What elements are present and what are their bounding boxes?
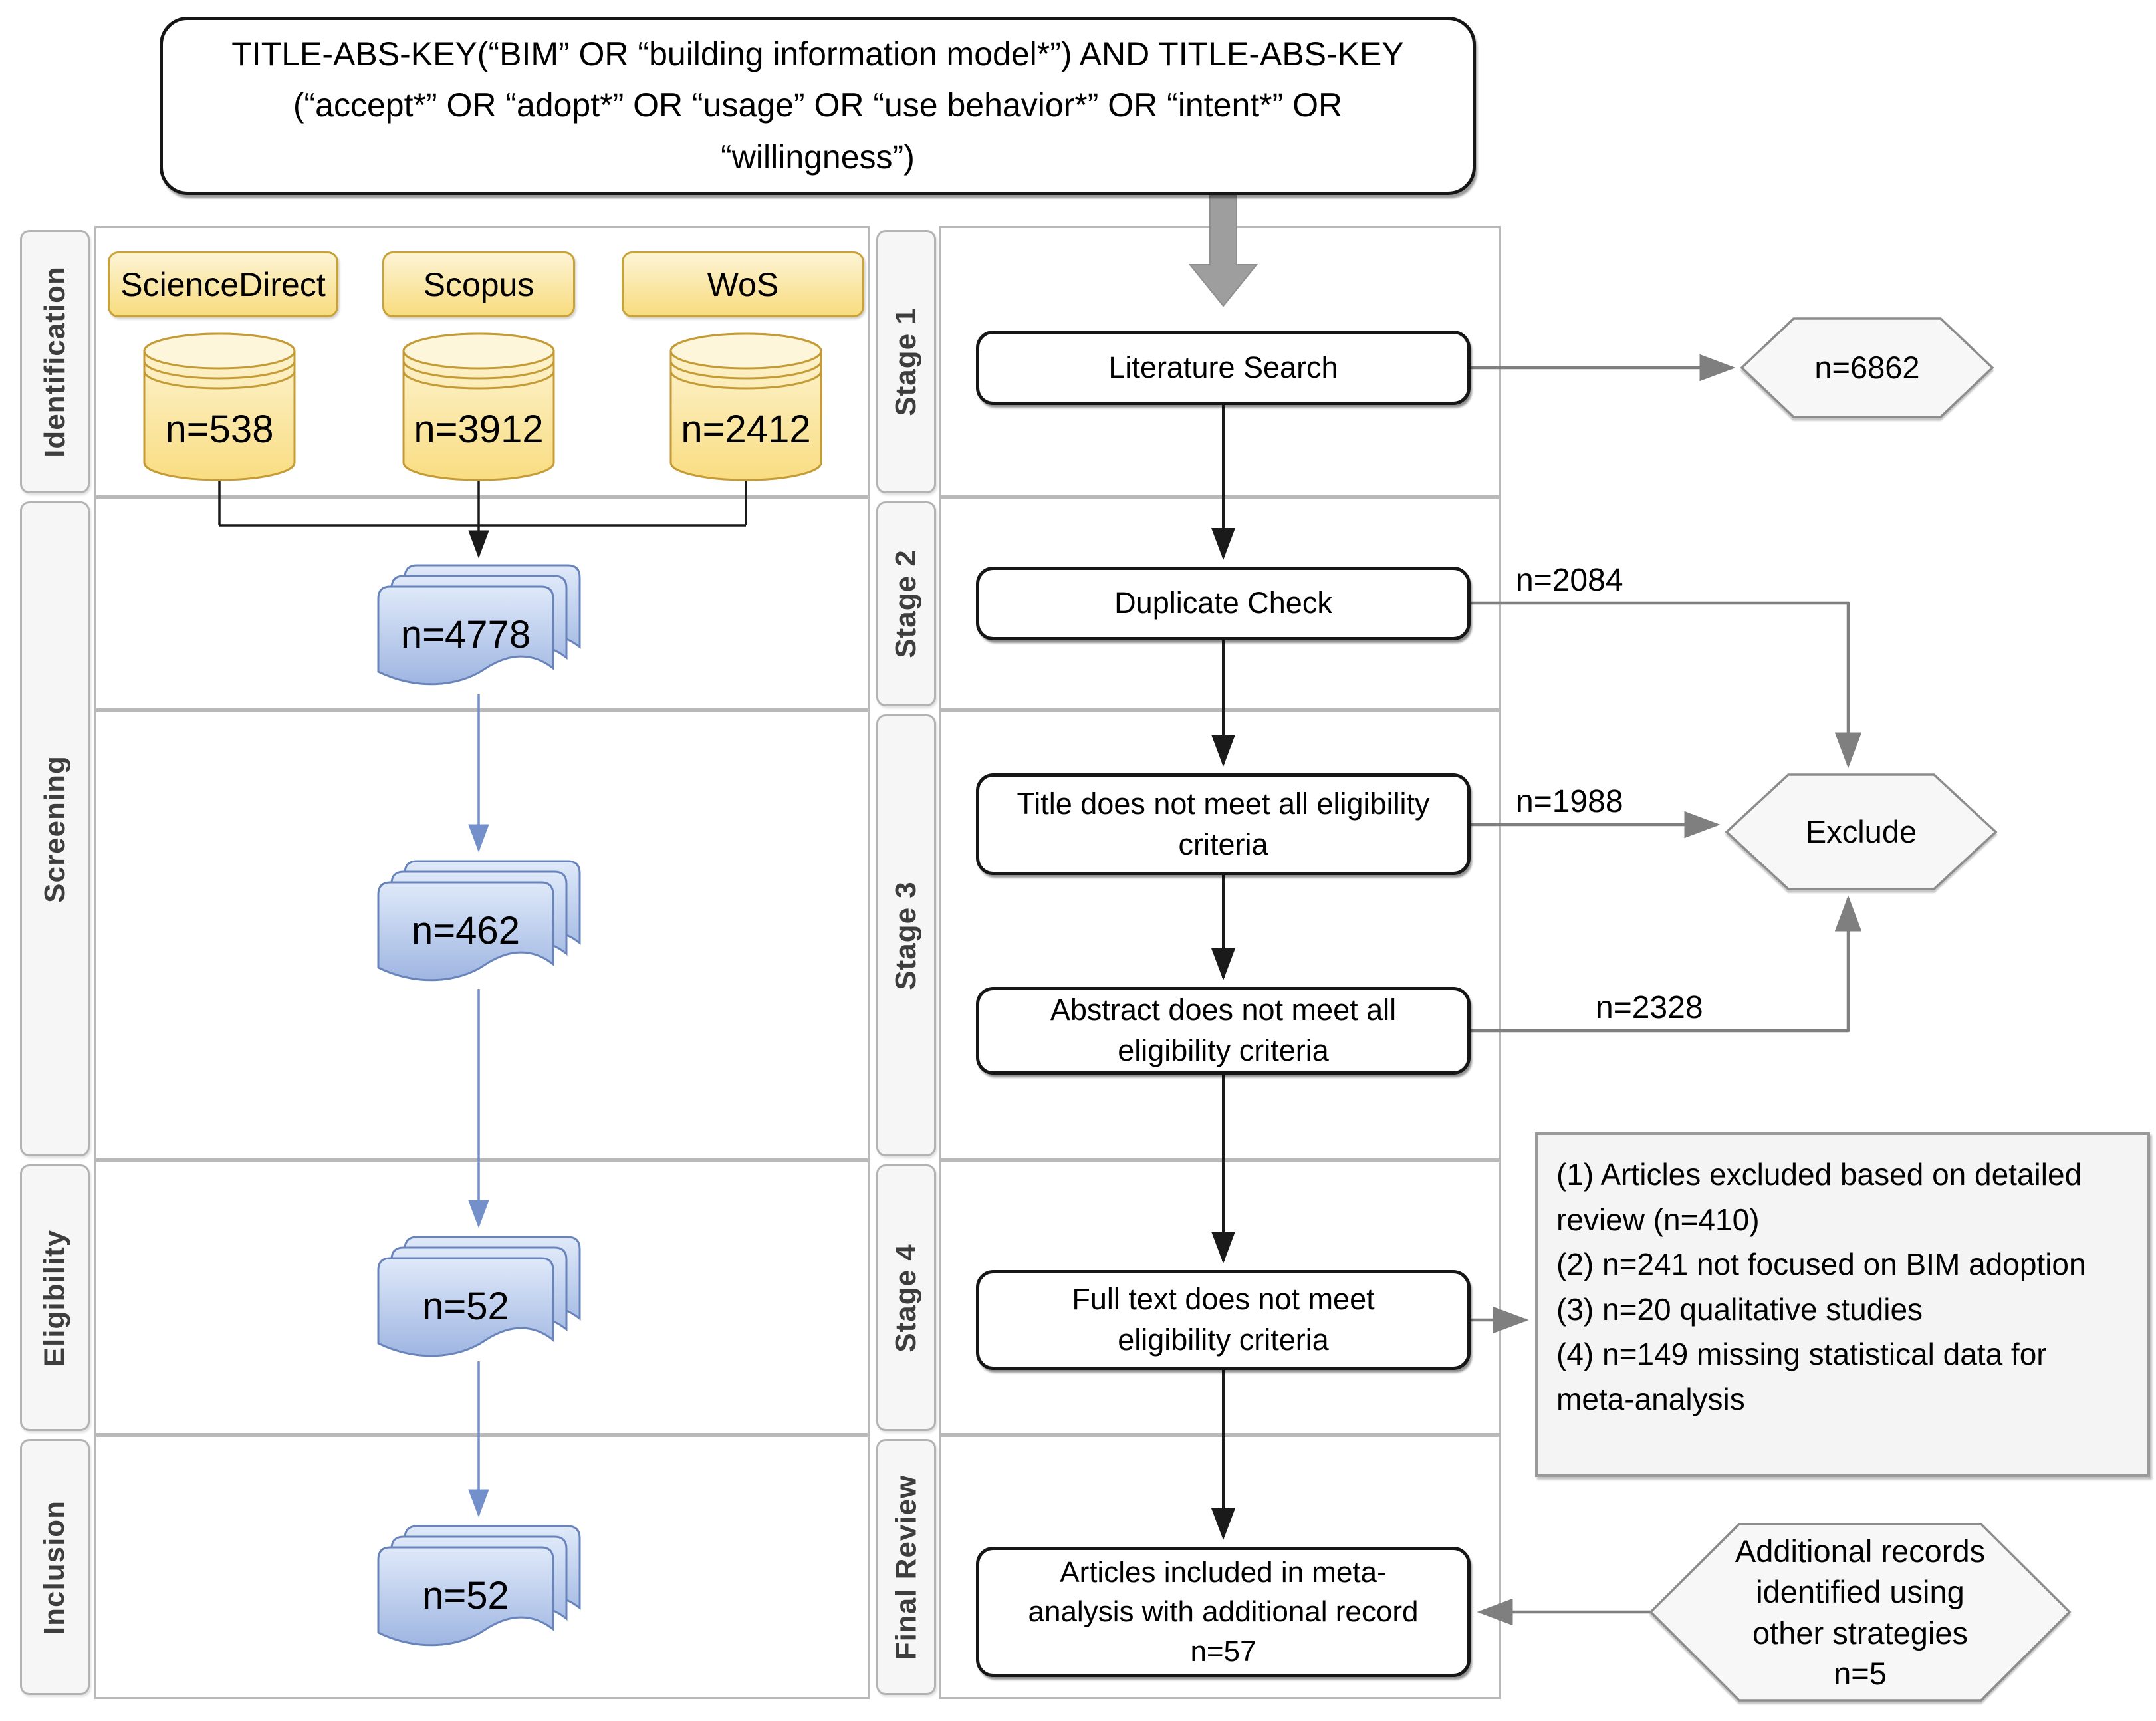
note-line-3: (3) n=20 qualitative studies <box>1556 1291 1923 1327</box>
sciencedirect-cylinder <box>143 332 296 481</box>
stage-band-4: Stage 4 <box>876 1164 936 1431</box>
docstack-duplicate-check <box>377 564 581 686</box>
note-line-4: (4) n=149 missing statistical data for m… <box>1556 1337 2047 1417</box>
flow-box-label: Abstract does not meet all eligibility c… <box>1050 993 1397 1067</box>
database-box-wos: WoS <box>622 251 864 317</box>
phase-band-identification: Identification <box>20 230 90 493</box>
docstack-inclusion <box>377 1525 581 1647</box>
flow-box-label: Literature Search <box>1108 350 1338 384</box>
flow-box-fulltext-screen: Full text does not meet eligibility crit… <box>976 1270 1471 1370</box>
flow-box-literature-search: Literature Search <box>976 331 1471 405</box>
search-query-text: TITLE-ABS-KEY(“BIM” OR “building informa… <box>231 35 1404 176</box>
flow-box-label: Title does not meet all eligibility crit… <box>1017 786 1430 861</box>
flow-box-duplicate-check: Duplicate Check <box>976 567 1471 640</box>
hexagon-n6862 <box>1740 317 1994 418</box>
database-merge-connectors <box>218 480 747 559</box>
hexagon-additional-records <box>1649 1523 2072 1702</box>
flow-box-label: Articles included in meta-analysis with … <box>1028 1555 1419 1668</box>
flow-box-label: Duplicate Check <box>1114 586 1332 620</box>
edge-label-n2328: n=2328 <box>1596 990 1703 1025</box>
docstack-title-screen <box>377 860 581 982</box>
stage-band-3: Stage 3 <box>876 714 936 1156</box>
stage-band-1: Stage 1 <box>876 230 936 493</box>
docstack-eligibility <box>377 1236 581 1357</box>
stage-band-2: Stage 2 <box>876 501 936 706</box>
wos-cylinder <box>669 332 822 481</box>
scopus-cylinder <box>402 332 555 481</box>
hexagon-exclude <box>1725 773 1998 890</box>
exclusion-notes-box: (1) Articles excluded based on detailed … <box>1535 1132 2150 1477</box>
note-line-1: (1) Articles excluded based on detailed … <box>1556 1157 2082 1237</box>
stage-band-final-review: Final Review <box>876 1439 936 1695</box>
flow-box-title-screen: Title does not meet all eligibility crit… <box>976 773 1471 875</box>
edge-label-n2084: n=2084 <box>1516 563 1623 598</box>
database-box-scopus: Scopus <box>382 251 575 317</box>
database-name: ScienceDirect <box>120 265 326 303</box>
query-to-flow-arrow <box>1188 194 1258 307</box>
edge-label-n1988: n=1988 <box>1516 784 1623 819</box>
phase-band-eligibility: Eligibility <box>20 1164 90 1431</box>
phase-band-screening: Screening <box>20 501 90 1156</box>
note-line-2: (2) n=241 not focused on BIM adoption <box>1556 1247 2086 1282</box>
flow-box-included-articles: Articles included in meta-analysis with … <box>976 1547 1471 1677</box>
phase-band-inclusion: Inclusion <box>20 1439 90 1695</box>
flow-box-abstract-screen: Abstract does not meet all eligibility c… <box>976 987 1471 1075</box>
database-name: Scopus <box>423 265 535 303</box>
database-box-sciencedirect: ScienceDirect <box>108 251 338 317</box>
flow-box-label: Full text does not meet eligibility crit… <box>1072 1282 1375 1357</box>
exclusion-connectors <box>1471 354 1862 1626</box>
database-name: WoS <box>707 265 779 303</box>
search-query-box: TITLE-ABS-KEY(“BIM” OR “building informa… <box>160 17 1476 195</box>
